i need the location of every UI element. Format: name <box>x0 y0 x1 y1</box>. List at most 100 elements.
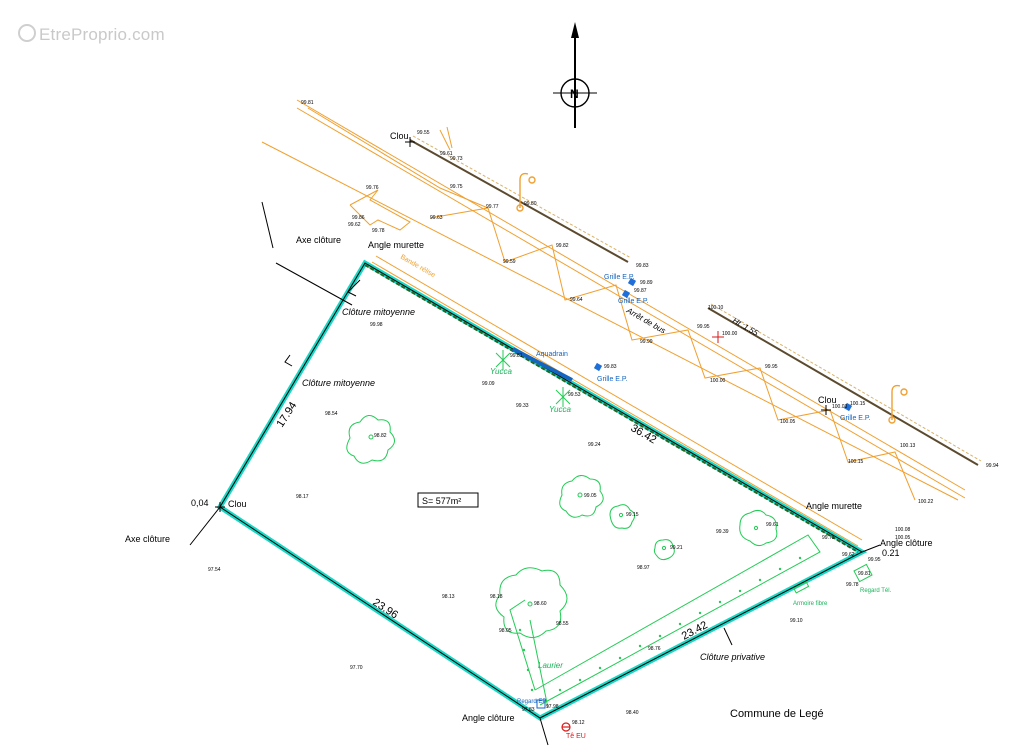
elevation: 97.98 <box>546 704 559 710</box>
label-angle-cloture-right: Angle clôture <box>880 538 933 548</box>
elevation: 100.00 <box>722 331 738 337</box>
elevation: 99.73 <box>450 156 463 162</box>
label-bande: Bande rélise <box>399 254 436 280</box>
kerb-line <box>409 135 982 466</box>
elevation: 100.05 <box>780 419 796 425</box>
label-grille-4: Grille E.P. <box>840 415 871 422</box>
elevation: 97.70 <box>350 665 363 671</box>
road-lines <box>261 99 966 547</box>
elevation: 98.97 <box>637 565 650 571</box>
area-label: S= 577m² <box>422 496 461 506</box>
elevation: 99.62 <box>348 222 361 228</box>
label-grille-1: Grille E.P. <box>604 274 635 281</box>
elevation: 100.10 <box>708 305 724 311</box>
elevation: 99.77 <box>486 204 499 210</box>
elevation: 99.78 <box>372 228 385 234</box>
elevation: 99.89 <box>640 280 653 286</box>
red-cross-marker <box>712 331 724 343</box>
watermark: EtreProprio.com <box>18 24 165 45</box>
tree-icon <box>495 567 568 638</box>
elevation: 98.05 <box>499 628 512 634</box>
elevation: 99.05 <box>584 493 597 499</box>
elevation: 100.15 <box>850 401 866 407</box>
elevation: 99.99 <box>640 339 653 345</box>
watermark-logo-icon <box>18 24 36 42</box>
tree-icon <box>609 504 636 529</box>
elevation: 98.76 <box>648 646 661 652</box>
area-box <box>417 492 479 508</box>
hedge-dots <box>518 556 802 692</box>
label-aquadrain: Aquadrain <box>536 351 568 358</box>
elevation: 100.08 <box>895 527 911 533</box>
fence-ticks <box>189 201 881 746</box>
label-cloture-mitoyenne-1: Clôture mitoyenne <box>342 307 415 317</box>
tree-icon <box>739 509 778 547</box>
elevation: 98.60 <box>534 601 547 607</box>
label-grille-2: Grille E.P. <box>618 298 649 305</box>
telecom-manhole-icon <box>853 563 873 583</box>
elevation: 99.81 <box>510 353 523 359</box>
elevation: 99.83 <box>636 263 649 269</box>
elevation: 99.76 <box>366 185 379 191</box>
north-label: N <box>570 87 579 101</box>
yucca-icon <box>555 387 571 407</box>
elevation: 98.40 <box>626 710 639 716</box>
elevation: 99.61 <box>440 151 453 157</box>
label-te-eu: Tê EU <box>566 733 586 740</box>
elevation: 99.39 <box>716 529 729 535</box>
elevation: 99.09 <box>482 381 495 387</box>
label-clou-top: Clou <box>390 131 409 141</box>
north-arrow-icon: N <box>553 22 597 128</box>
elevation: 99.95 <box>868 557 881 563</box>
watermark-text: EtreProprio.com <box>39 25 165 44</box>
elevation: 98.12 <box>572 720 585 726</box>
commune-label: Commune de Legé <box>730 708 824 720</box>
elevation: 98.18 <box>490 594 503 600</box>
elevation: 99.21 <box>670 545 683 551</box>
elevation: 99.24 <box>588 442 601 448</box>
label-grille-3: Grille E.P. <box>597 376 628 383</box>
elevation: 99.10 <box>790 618 803 624</box>
label-offset-left: 0,04 <box>191 498 209 508</box>
elevation: 98.54 <box>325 411 338 417</box>
manhole-icon <box>536 699 546 709</box>
label-angle-murette-right: Angle murette <box>806 501 862 511</box>
elevation: 99.75 <box>450 184 463 190</box>
fiber-cabinet-icon <box>793 581 810 594</box>
elevation: 99.73 <box>822 535 835 541</box>
elevation: 100.13 <box>900 443 916 449</box>
label-clou-right: Clou <box>818 395 837 405</box>
elevation: 98.55 <box>556 621 569 627</box>
tree-icon <box>346 415 395 464</box>
elevation: 99.80 <box>524 201 537 207</box>
elevation: 100.22 <box>918 499 934 505</box>
label-regard-tel: Regard Tél. <box>860 588 892 594</box>
elevation-labels: 99.81 99.55 99.61 99.73 99.76 99.75 99.8… <box>208 100 999 726</box>
elevation: 99.15 <box>626 512 639 518</box>
drain-grate-icon <box>593 277 853 412</box>
elevation: 98.82 <box>374 433 387 439</box>
elevation: 99.81 <box>858 571 871 577</box>
parcel-boundary <box>216 259 868 721</box>
label-axe-cloture-top: Axe clôture <box>296 235 341 245</box>
street-light-icon <box>516 172 536 212</box>
elevation: 99.82 <box>556 243 569 249</box>
elevation: 99.62 <box>842 552 855 558</box>
elevation: 99.83 <box>604 364 617 370</box>
elevation: 99.64 <box>570 297 583 303</box>
elevation: 99.55 <box>417 130 430 136</box>
elevation: 99.86 <box>352 215 365 221</box>
label-armoire-fibre: Armoire fibre <box>793 601 828 607</box>
aquadrain-channel <box>512 347 573 382</box>
label-clou-left: Clou <box>228 499 247 509</box>
elevation: 99.95 <box>697 324 710 330</box>
yucca-icon <box>495 350 511 370</box>
elevation: 97.54 <box>208 567 221 573</box>
elevation: 100.03 <box>832 404 848 410</box>
label-offset-right: 0.21 <box>882 548 900 558</box>
label-axe-cloture-left: Axe clôture <box>125 534 170 544</box>
label-angle-murette-top: Angle murette <box>368 240 424 250</box>
elevation: 100.15 <box>848 459 864 465</box>
elevation: 100.05 <box>895 535 911 541</box>
